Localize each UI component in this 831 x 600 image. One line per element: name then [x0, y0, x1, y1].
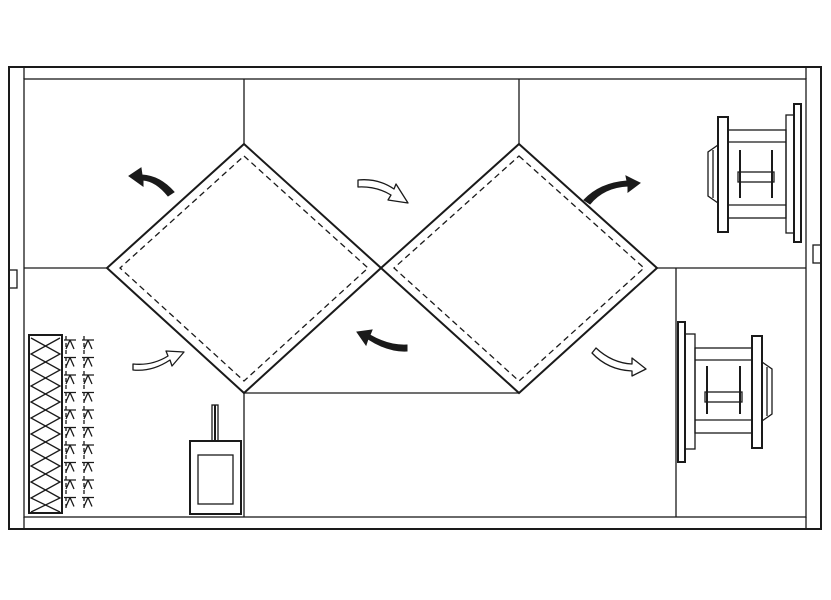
filter-frame	[28, 334, 63, 514]
right-latch	[812, 244, 822, 264]
outer-frame	[8, 66, 822, 530]
eliminator-blade	[64, 461, 76, 472]
fan-top	[707, 103, 802, 243]
solid-arrow-top-right	[583, 175, 641, 205]
fan-bottom	[677, 321, 773, 463]
eliminator-blade	[82, 426, 94, 437]
eliminator-blade	[64, 339, 76, 350]
airflow-arrows-hollow	[132, 179, 647, 377]
filter-bank	[28, 334, 63, 514]
unit-casing	[8, 66, 822, 530]
eliminator-blade	[82, 374, 94, 385]
heat-exchanger-left	[105, 142, 383, 395]
eliminator-blade	[64, 374, 76, 385]
hollow-arrow-lower-left	[132, 350, 185, 371]
eliminator-blade	[64, 444, 76, 455]
eliminator-blade	[82, 444, 94, 455]
eliminator-blade	[82, 461, 94, 472]
eliminator-blade	[82, 339, 94, 350]
eliminator-blade	[64, 496, 76, 507]
airflow-arrows-solid	[128, 167, 641, 352]
filter-pleats	[29, 337, 62, 513]
eliminator-blade	[82, 479, 94, 490]
eliminator-blade	[82, 356, 94, 367]
eliminator-blade	[64, 479, 76, 490]
left-latch	[8, 269, 18, 289]
eliminator-blade	[64, 426, 76, 437]
hollow-arrow-upper-center	[357, 179, 409, 204]
inner-frame	[23, 78, 807, 518]
eliminator-blade	[82, 409, 94, 420]
heat-exchanger-right	[379, 142, 659, 395]
hollow-arrow-lower-right	[591, 347, 647, 377]
eliminator-blade	[64, 409, 76, 420]
eliminator-blade	[82, 391, 94, 402]
eliminator-blades	[64, 336, 94, 511]
eliminator-blade	[82, 496, 94, 507]
access-door	[189, 404, 242, 515]
partitions	[24, 79, 806, 517]
solid-arrow-top-left	[128, 167, 175, 197]
eliminator-blade	[64, 356, 76, 367]
eliminator-blade	[64, 391, 76, 402]
door-panel	[197, 454, 234, 505]
solid-arrow-center	[356, 329, 408, 352]
